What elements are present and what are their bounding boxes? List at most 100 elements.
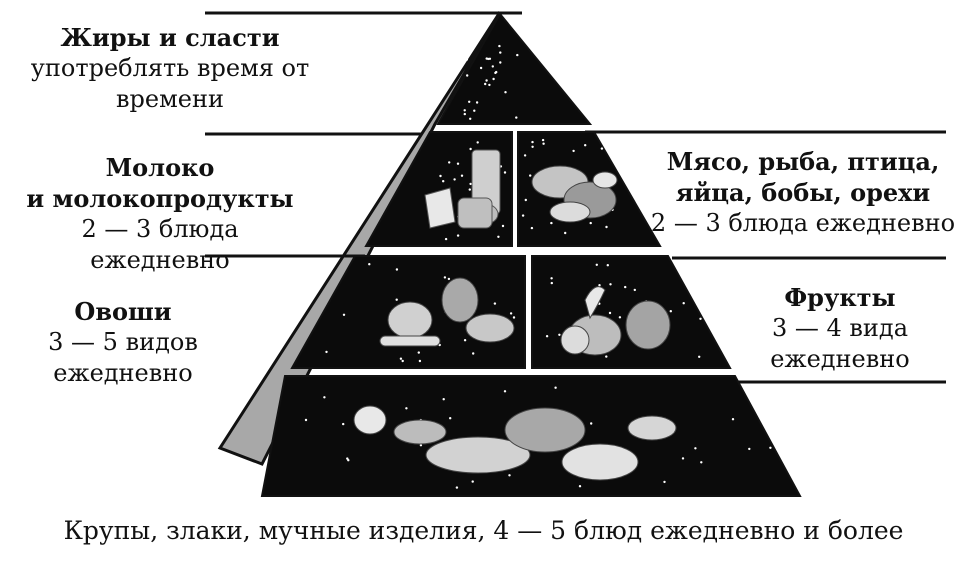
star-dot xyxy=(699,317,702,320)
fruit-line-2: ежедневно xyxy=(770,345,910,373)
star-dot xyxy=(346,457,349,460)
fats-title: Жиры и сласти xyxy=(60,23,280,52)
star-dot xyxy=(606,264,609,267)
star-dot xyxy=(491,65,494,68)
star-dot xyxy=(516,53,519,57)
star-dot xyxy=(530,226,534,230)
star-dot xyxy=(687,278,690,281)
star-dot xyxy=(487,57,490,61)
grains-illustration xyxy=(353,405,677,481)
star-dot xyxy=(700,461,703,464)
star-dot xyxy=(499,51,502,54)
star-dot xyxy=(624,285,627,289)
star-dot xyxy=(495,70,498,74)
star-dot xyxy=(463,339,467,342)
star-dot xyxy=(609,283,612,286)
star-dot xyxy=(618,316,622,319)
star-dot xyxy=(485,79,488,82)
star-dot xyxy=(497,235,500,238)
star-dot xyxy=(748,447,751,451)
star-dot xyxy=(628,153,632,156)
star-dot xyxy=(501,224,505,228)
star-dot xyxy=(469,42,472,46)
star-dot xyxy=(498,44,501,48)
label-meat: Мясо, рыба, птица, яйца, бобы, орехи 2 —… xyxy=(648,146,958,239)
star-dot xyxy=(605,225,608,229)
star-dot xyxy=(691,263,694,267)
star-dot xyxy=(550,281,553,285)
label-milk: Молоко и молокопродукты 2 — 3 блюда ежед… xyxy=(10,152,310,276)
star-dot xyxy=(493,302,497,305)
fats-line-1: употреблять время от xyxy=(30,54,310,82)
star-dot xyxy=(405,407,408,410)
star-dot xyxy=(449,417,452,420)
star-dot xyxy=(469,117,472,121)
star-dot xyxy=(475,101,479,104)
star-dot xyxy=(323,396,326,399)
label-fruits: Фрукты 3 — 4 вида ежедневно xyxy=(740,282,940,375)
star-dot xyxy=(439,174,442,178)
star-dot xyxy=(472,352,475,355)
star-dot xyxy=(447,277,451,281)
milk-servings: 2 — 3 блюда ежедневно xyxy=(81,215,239,274)
star-dot xyxy=(444,237,448,241)
star-dot xyxy=(395,298,398,301)
star-dot xyxy=(605,355,608,358)
star-dot xyxy=(700,271,703,274)
star-dot xyxy=(442,398,445,401)
star-dot xyxy=(368,263,371,266)
star-dot xyxy=(694,447,697,450)
star-dot xyxy=(503,390,507,393)
star-dot xyxy=(558,333,561,336)
fats-line-2: времени xyxy=(116,85,224,113)
meat-title-1: Мясо, рыба, птица, xyxy=(666,147,940,176)
star-dot xyxy=(608,311,612,315)
star-dot xyxy=(542,142,545,145)
star-dot xyxy=(479,66,483,70)
star-dot xyxy=(590,422,593,425)
fruit-line-1: 3 — 4 вида xyxy=(771,314,909,342)
star-dot xyxy=(509,312,513,315)
star-dot xyxy=(488,83,491,87)
star-dot xyxy=(541,138,545,142)
star-dot xyxy=(504,91,507,94)
star-dot xyxy=(529,174,532,177)
star-dot xyxy=(633,288,636,292)
vegetables-illustration xyxy=(379,277,515,347)
star-dot xyxy=(456,162,460,165)
star-dot xyxy=(453,178,456,181)
star-dot xyxy=(523,154,527,157)
star-dot xyxy=(515,116,518,119)
star-dot xyxy=(503,171,507,174)
star-dot xyxy=(342,422,345,426)
star-dot xyxy=(669,310,672,313)
star-dot xyxy=(578,485,582,488)
star-dot xyxy=(681,457,685,460)
label-fats-sweets: Жиры и сласти употреблять время от време… xyxy=(20,22,320,115)
star-dot xyxy=(456,234,460,237)
star-dot xyxy=(598,284,601,287)
star-dot xyxy=(325,350,328,354)
star-dot xyxy=(663,480,666,484)
star-dot xyxy=(600,147,604,150)
meat-illustration xyxy=(531,165,618,223)
star-dot xyxy=(468,100,471,104)
milk-title-1: Молоко xyxy=(105,153,215,182)
star-dot xyxy=(476,141,479,144)
star-dot xyxy=(469,147,472,151)
star-dot xyxy=(698,355,701,358)
star-dot xyxy=(622,152,625,155)
star-dot xyxy=(468,188,471,191)
milk-illustration xyxy=(424,149,501,229)
star-dot xyxy=(465,58,469,61)
star-dot xyxy=(682,302,685,305)
star-dot xyxy=(419,444,423,447)
star-dot xyxy=(484,82,487,86)
star-dot xyxy=(399,357,403,360)
label-grains: Крупы, злаки, мучные изделия, 4 — 5 блюд… xyxy=(0,515,967,546)
star-dot xyxy=(304,418,308,422)
star-dot xyxy=(443,276,447,279)
star-dot xyxy=(418,359,422,363)
star-dot xyxy=(531,145,534,148)
star-dot xyxy=(463,109,466,112)
